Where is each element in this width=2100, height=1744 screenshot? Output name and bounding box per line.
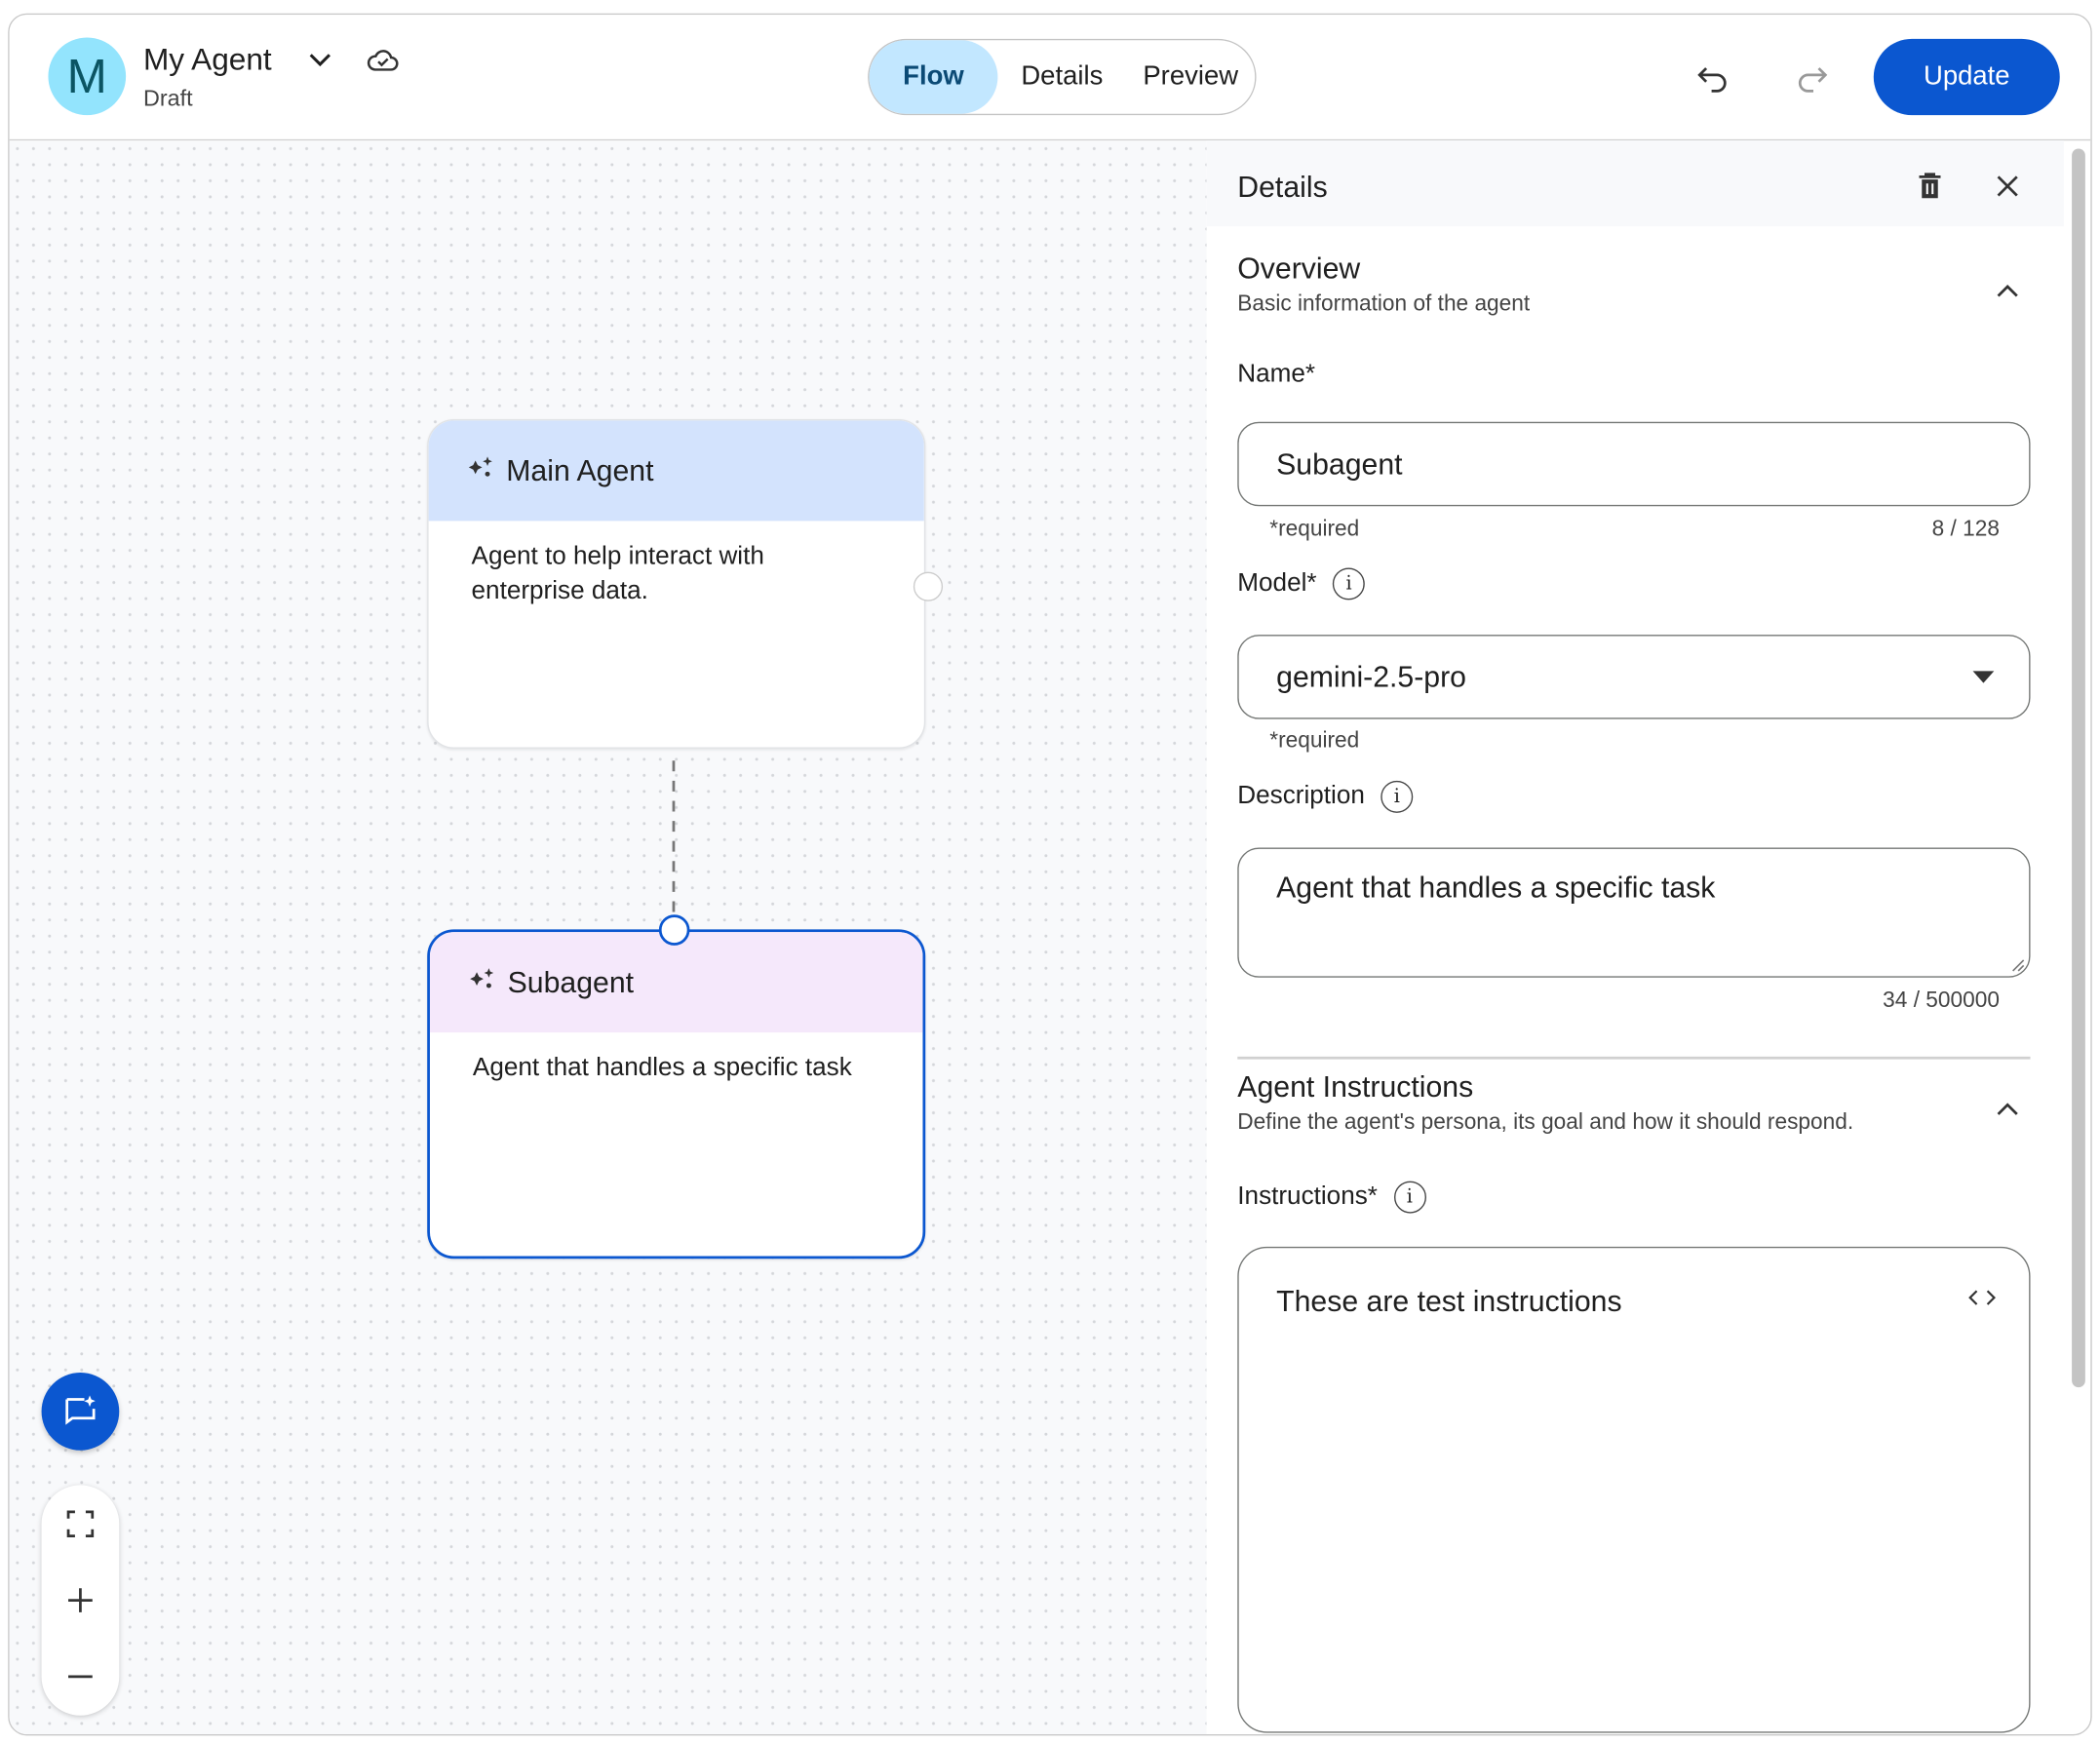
name-hint: *required <box>1269 517 1360 541</box>
update-button[interactable]: Update <box>1873 38 2060 116</box>
top-bar: M My Agent Draft Flow Details Preview Up… <box>9 15 2091 141</box>
name-input[interactable]: Subagent <box>1237 421 2031 507</box>
instructions-label: Instructions*i <box>1237 1181 1426 1214</box>
input-handle[interactable] <box>658 914 690 946</box>
close-icon[interactable] <box>1992 170 2024 202</box>
instructions-value: These are test instructions <box>1276 1284 1622 1318</box>
sparkle-icon <box>466 452 495 489</box>
node-description: Agent to help interact with enterprise d… <box>471 542 764 605</box>
app-window: M My Agent Draft Flow Details Preview Up… <box>8 13 2092 1736</box>
ai-chat-button[interactable] <box>41 1373 120 1451</box>
details-panel: Details Overview Basic information of th… <box>1206 140 2064 1734</box>
description-char-count: 34 / 500000 <box>1883 988 2000 1013</box>
node-main-agent[interactable]: Main Agent Agent to help interact with e… <box>427 418 926 749</box>
delete-icon[interactable] <box>1914 170 1946 202</box>
instructions-section-subtitle: Define the agent's persona, its goal and… <box>1237 1109 1854 1135</box>
agent-status: Draft <box>142 85 193 112</box>
node-title: Main Agent <box>506 452 654 487</box>
tab-flow[interactable]: Flow <box>869 40 998 114</box>
instructions-section-title: Agent Instructions <box>1237 1069 1474 1104</box>
section-divider <box>1237 1056 2031 1059</box>
scrollbar-thumb[interactable] <box>2072 148 2085 1388</box>
sparkle-icon <box>467 963 496 1000</box>
chevron-up-icon[interactable] <box>1992 275 2024 307</box>
zoom-out-icon[interactable] <box>42 1638 120 1716</box>
chevron-up-icon[interactable] <box>1992 1093 2024 1125</box>
name-label: Name* <box>1237 360 1316 389</box>
zoom-controls <box>41 1485 120 1716</box>
cloud-done-icon[interactable] <box>366 44 401 76</box>
info-icon[interactable]: i <box>1393 1181 1426 1214</box>
info-icon[interactable]: i <box>1333 567 1366 601</box>
tab-preview[interactable]: Preview <box>1143 61 1239 92</box>
undo-icon[interactable] <box>1692 58 1732 97</box>
fit-view-icon[interactable] <box>42 1485 120 1563</box>
node-title: Subagent <box>507 964 635 999</box>
code-view-icon[interactable] <box>1964 1283 2000 1312</box>
dropdown-arrow-icon <box>1972 671 1995 683</box>
name-char-count: 8 / 128 <box>1931 517 2000 541</box>
info-icon[interactable]: i <box>1381 780 1414 813</box>
model-value: gemini-2.5-pro <box>1276 659 1466 693</box>
node-description: Agent that handles a specific task <box>472 1054 852 1082</box>
scrollbar[interactable] <box>2069 148 2087 1728</box>
output-handle[interactable] <box>913 571 944 601</box>
flow-canvas[interactable]: Main Agent Agent to help interact with e… <box>9 140 1207 1734</box>
instructions-editor[interactable]: These are test instructions <box>1237 1246 2031 1733</box>
overview-subtitle: Basic information of the agent <box>1237 291 1531 317</box>
redo-icon[interactable] <box>1792 58 1832 97</box>
model-label: Model*i <box>1237 567 1366 601</box>
description-value: Agent that handles a specific task <box>1276 870 1716 905</box>
zoom-in-icon[interactable] <box>42 1562 120 1640</box>
panel-header: Details <box>1206 140 2064 227</box>
panel-title: Details <box>1237 170 1328 204</box>
model-select[interactable]: gemini-2.5-pro <box>1237 635 2031 719</box>
resize-handle-icon <box>2012 959 2025 972</box>
description-textarea[interactable]: Agent that handles a specific task <box>1237 847 2031 978</box>
model-hint: *required <box>1269 728 1360 754</box>
view-tabs: Flow Details Preview <box>868 38 1257 116</box>
node-subagent[interactable]: Subagent Agent that handles a specific t… <box>427 929 926 1260</box>
overview-title: Overview <box>1237 252 1361 286</box>
tab-details[interactable]: Details <box>1021 61 1104 92</box>
ai-chat-icon <box>65 1395 96 1425</box>
agent-name: My Agent <box>142 41 272 77</box>
chevron-down-icon[interactable] <box>304 44 336 76</box>
avatar: M <box>48 37 127 116</box>
